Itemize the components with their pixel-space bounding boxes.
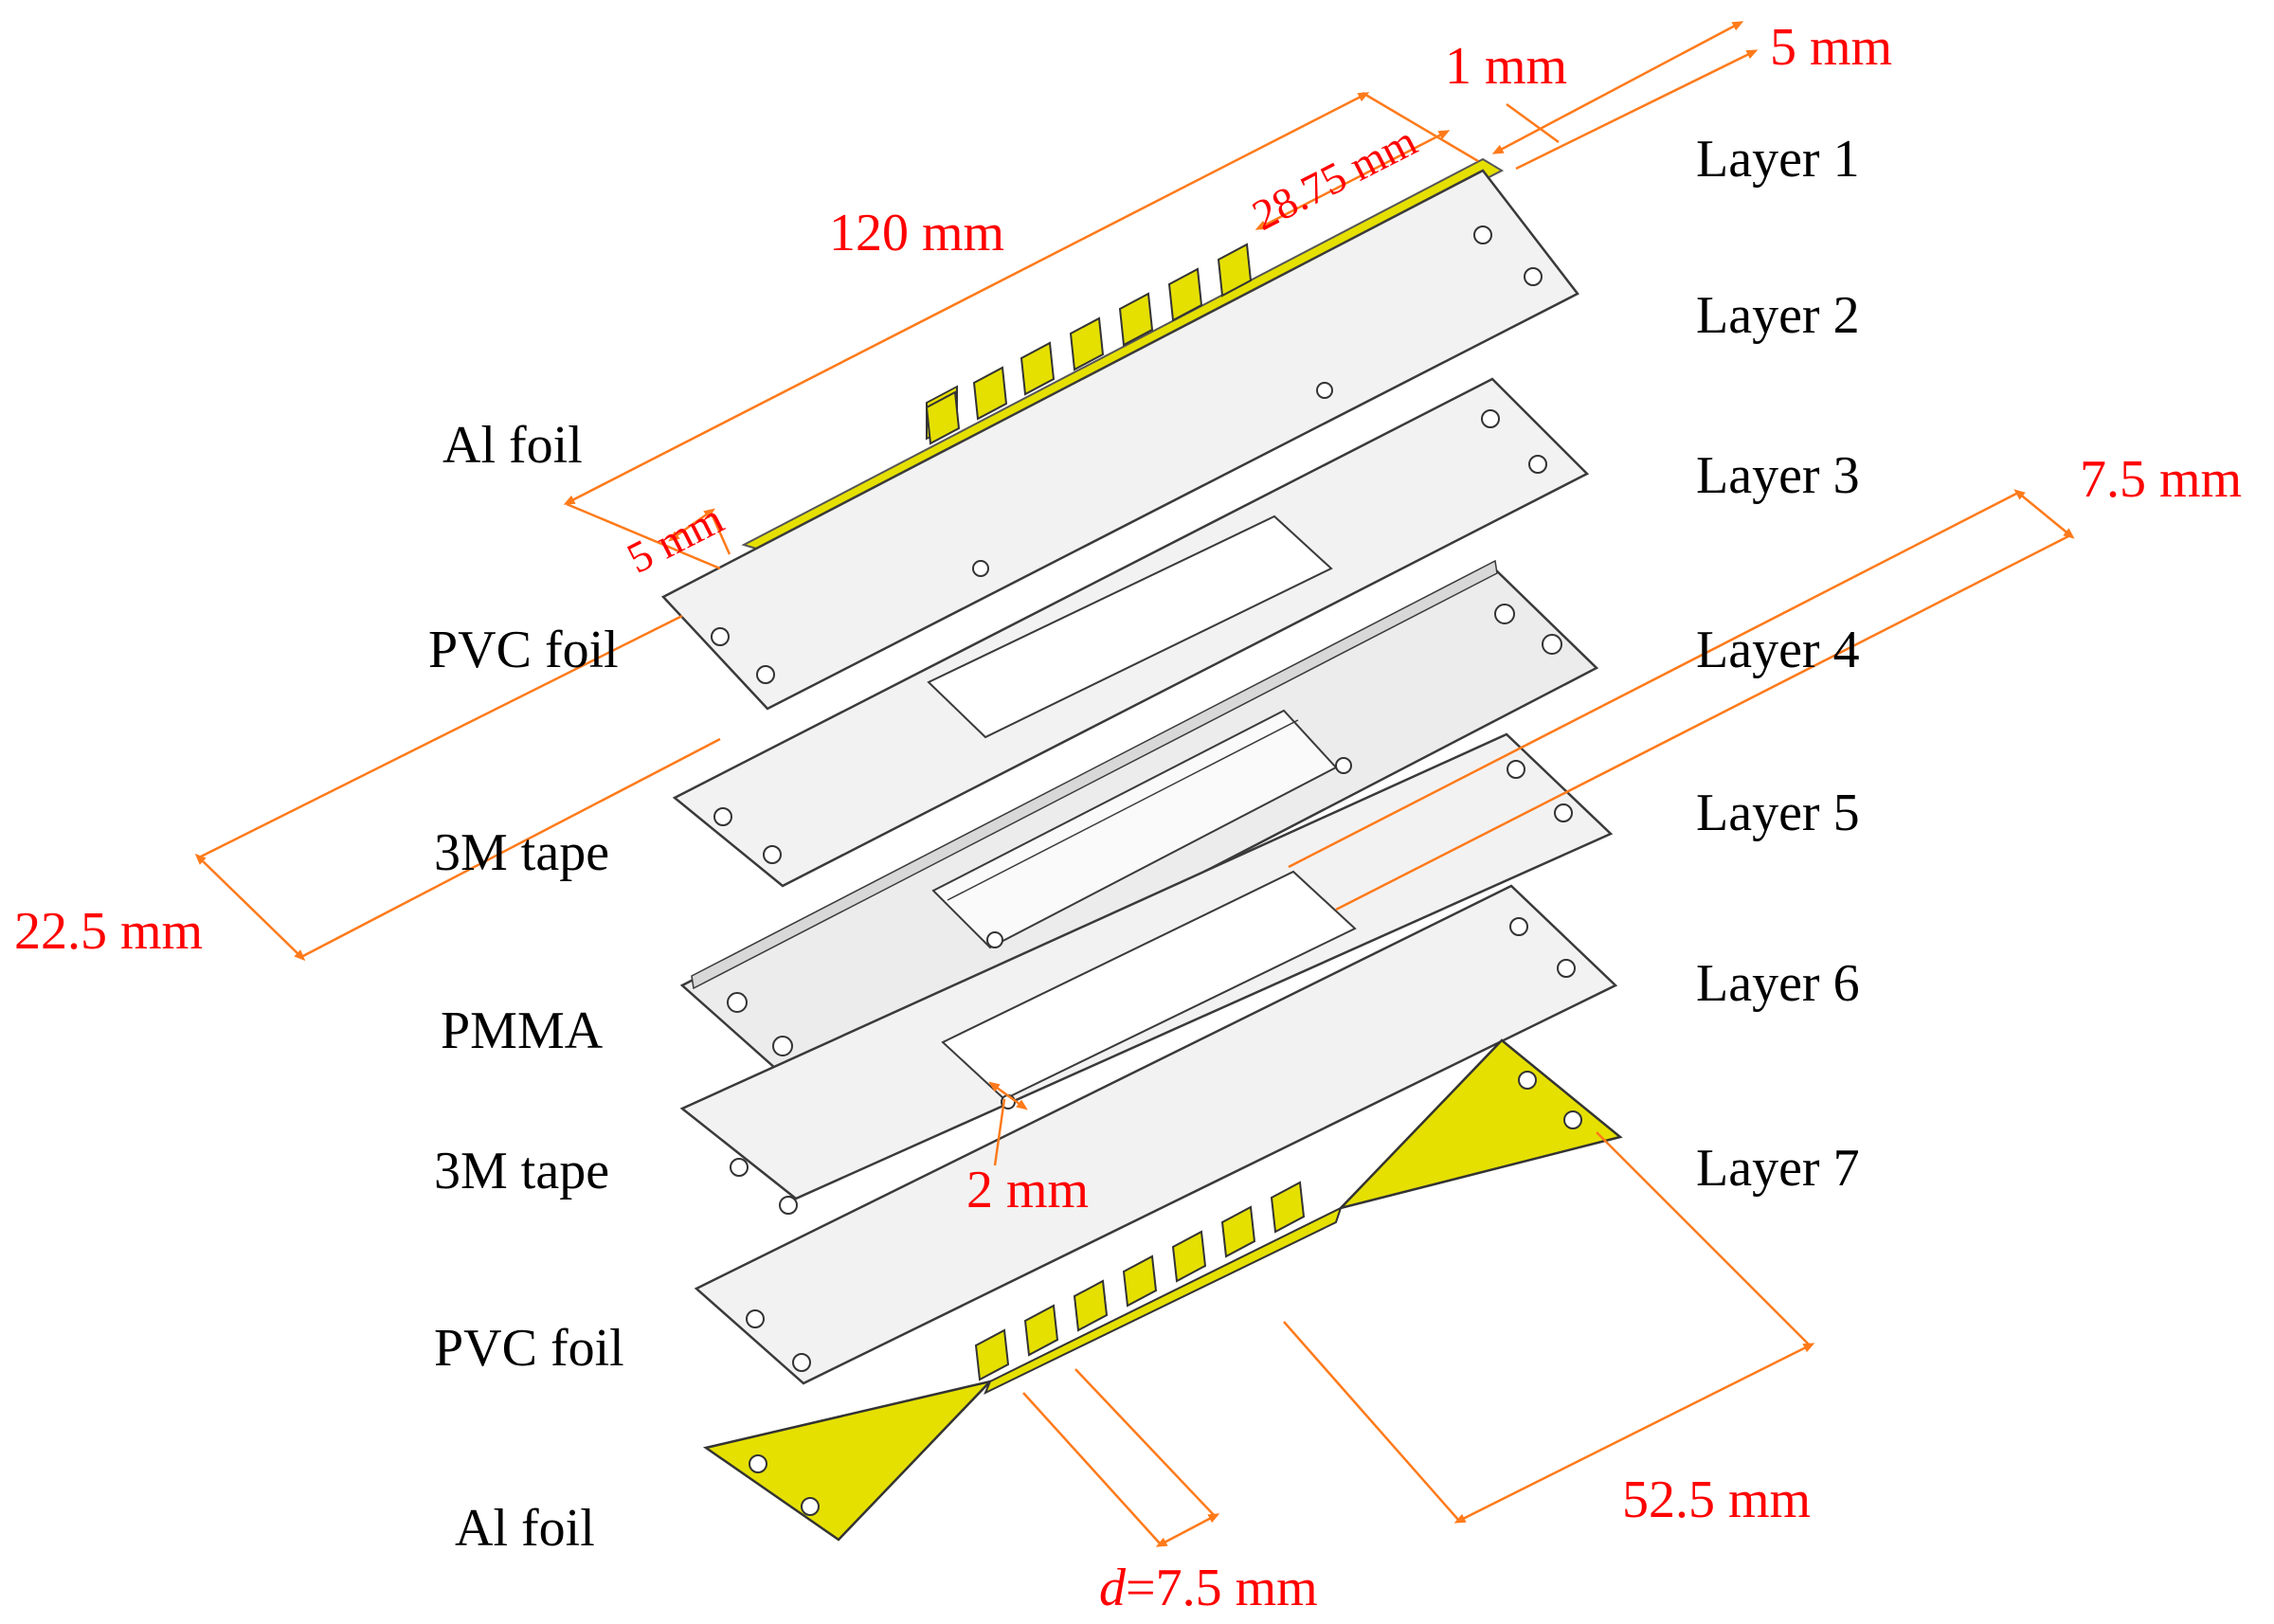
dimension-lines bbox=[194, 21, 2075, 1547]
d-value: =7.5 mm bbox=[1126, 1559, 1318, 1617]
label-3m-tape-bottom: 3M tape bbox=[434, 1142, 610, 1200]
layer3-3m-tape bbox=[672, 377, 1590, 888]
label-al-foil-bottom: Al foil bbox=[455, 1499, 595, 1558]
label-layer5: Layer 5 bbox=[1696, 784, 1860, 842]
layer6-pvc-foil bbox=[694, 884, 1618, 1385]
dim-5mm-top: 5 mm bbox=[1770, 18, 1893, 77]
label-layer4: Layer 4 bbox=[1696, 621, 1860, 679]
dim-120mm: 120 mm bbox=[829, 204, 1005, 262]
label-al-foil-top: Al foil bbox=[442, 416, 583, 475]
dim-52-5mm: 52.5 mm bbox=[1622, 1471, 1812, 1529]
d-symbol: d bbox=[1099, 1559, 1126, 1617]
label-3m-tape-top: 3M tape bbox=[434, 823, 610, 882]
label-pmma: PMMA bbox=[441, 1001, 604, 1060]
layer5-3m-tape bbox=[679, 732, 1614, 1215]
label-layer6: Layer 6 bbox=[1696, 954, 1860, 1013]
label-pvc-foil-bottom: PVC foil bbox=[434, 1319, 624, 1378]
label-layer3: Layer 3 bbox=[1696, 446, 1860, 505]
label-layer2: Layer 2 bbox=[1696, 286, 1860, 345]
bottom-pad-row bbox=[974, 1181, 1306, 1381]
label-pvc-foil-top: PVC foil bbox=[428, 621, 619, 679]
dim-7-5mm-right: 7.5 mm bbox=[2080, 450, 2243, 509]
dim-1mm: 1 mm bbox=[1445, 37, 1568, 96]
layer4-pmma bbox=[679, 559, 1599, 1087]
layer7-al-foil bbox=[702, 1038, 1623, 1542]
label-layer7: Layer 7 bbox=[1696, 1139, 1860, 1198]
dim-22-5mm: 22.5 mm bbox=[14, 902, 204, 961]
dim-2mm: 2 mm bbox=[966, 1161, 1090, 1219]
label-layer1: Layer 1 bbox=[1696, 130, 1860, 189]
dim-d-7-5mm: d=7.5 mm bbox=[1099, 1561, 1318, 1615]
